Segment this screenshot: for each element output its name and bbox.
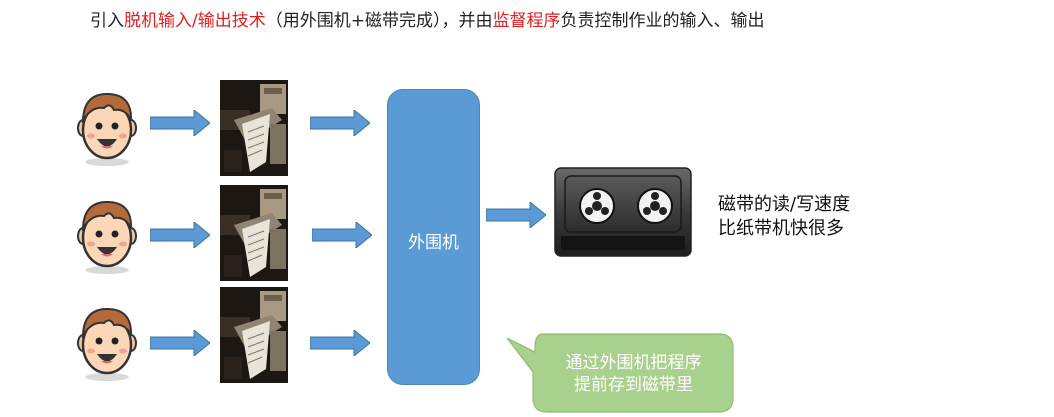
arrow-icon	[310, 110, 370, 136]
callout-line2: 提前存到磁带里	[574, 375, 693, 395]
arrow-icon	[150, 222, 210, 248]
callout-bubble	[506, 333, 734, 413]
title-text-3: 负责控制作业的输入、输出	[560, 11, 765, 31]
arrow-icon	[486, 202, 546, 228]
tape-speed-note-line2: 比纸带机快很多	[718, 218, 844, 239]
title-highlight-offline-io: 脱机输入/输出技术	[124, 11, 266, 31]
title-highlight-supervisor: 监督程序	[492, 11, 561, 31]
peripheral-machine-label: 外围机	[408, 233, 459, 253]
smiley-user-icon	[77, 200, 137, 274]
callout-text: 通过外围机把程序 提前存到磁带里	[535, 352, 732, 396]
arrow-icon	[150, 110, 210, 136]
callout-line1: 通过外围机把程序	[565, 353, 702, 373]
arrow-icon	[310, 330, 370, 356]
arrow-icon	[312, 222, 372, 248]
tape-speed-note-line1: 磁带的读/写速度	[718, 194, 851, 215]
tape-speed-note: 磁带的读/写速度 比纸带机快很多	[718, 193, 850, 241]
smiley-user-icon	[77, 307, 137, 381]
arrow-icon	[150, 330, 210, 356]
tape-cassette-icon	[554, 167, 692, 257]
page-title: 引入脱机输入/输出技术（用外围机+磁带完成），并由监督程序负责控制作业的输入、输…	[90, 6, 764, 31]
paper-tape-machine-photo	[220, 185, 288, 281]
title-text-1: 引入	[90, 11, 124, 31]
peripheral-machine-box: 外围机	[387, 89, 480, 385]
paper-tape-machine-photo	[220, 80, 288, 176]
smiley-user-icon	[77, 92, 137, 166]
paper-tape-machine-photo	[220, 287, 288, 383]
title-text-2: （用外围机+磁带完成），并由	[265, 11, 493, 31]
